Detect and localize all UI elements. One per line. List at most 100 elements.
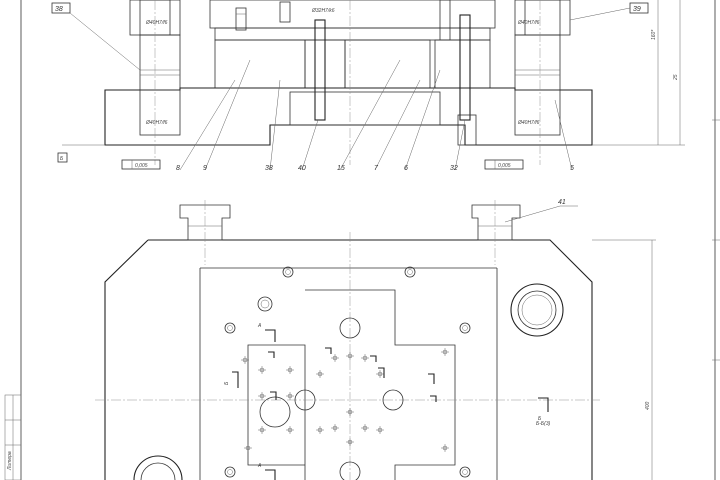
small-hole — [377, 427, 383, 433]
pierce-holes — [257, 296, 404, 480]
callout-9: 9 — [203, 165, 207, 172]
section-note: Б-Б(3) — [536, 421, 551, 427]
crosshair-mark — [346, 352, 354, 360]
inner-plate-outline — [199, 267, 498, 480]
top-tag-left: 38 — [51, 2, 141, 71]
small-hole — [332, 425, 338, 431]
plan-view: 41 — [95, 199, 656, 480]
callout-41-group: 41 — [504, 199, 578, 223]
screw-hole — [459, 466, 471, 478]
plan-dim-text: 400 — [645, 401, 651, 410]
svg-text:38: 38 — [55, 6, 63, 13]
svg-text:А: А — [257, 463, 262, 469]
screw-holes — [224, 266, 471, 478]
section-view: Ø40H7/f6 Ø40H7/f6 Ø32H7/k6 Ø40H7/f6 Ø40H… — [51, 0, 685, 172]
callout-40: 40 — [298, 165, 306, 172]
svg-text:Б: Б — [60, 156, 64, 162]
crosshair-mark — [346, 438, 354, 446]
base-right-pocket — [514, 89, 561, 136]
small-hole — [259, 427, 265, 433]
title-block: Литера — [4, 394, 22, 480]
crosshair-mark — [376, 426, 384, 434]
fit-label-5: Ø40H7/f6 — [517, 120, 540, 126]
screw-hole-inner — [285, 269, 291, 275]
pierce-hole-right — [382, 389, 404, 411]
small-hole — [242, 357, 248, 363]
title-block-text: Литера — [7, 451, 13, 471]
guide-bore-left — [133, 455, 183, 480]
small-hole — [347, 409, 353, 415]
callout-38: 38 — [265, 165, 273, 172]
small-hole — [259, 367, 265, 373]
fit-label-1: Ø40H7/f6 — [145, 20, 168, 26]
crosshair-mark — [316, 370, 324, 378]
die-set-outline — [104, 239, 593, 480]
small-hole — [317, 371, 323, 377]
screw-hole — [459, 322, 471, 334]
fit-label-2: Ø40H7/f6 — [145, 120, 168, 126]
small-hole — [442, 445, 448, 451]
guide-pin-right — [459, 14, 471, 121]
svg-text:Б: Б — [224, 381, 230, 385]
svg-text:А: А — [257, 323, 262, 329]
die-plate — [434, 39, 491, 89]
base-screw-right — [457, 114, 477, 146]
crosshair-mark — [441, 444, 449, 452]
rubber-block — [214, 39, 306, 89]
small-hole — [245, 445, 251, 451]
crosshair-mark — [316, 426, 324, 434]
guide-bore-right — [510, 283, 564, 337]
screw-hole-inner — [227, 469, 233, 475]
screw-hole-inner — [227, 325, 233, 331]
callout-41: 41 — [558, 199, 566, 206]
cavity-step-marks — [268, 347, 437, 402]
guide-bushing-right — [514, 0, 571, 91]
svg-text:0,005: 0,005 — [498, 163, 511, 169]
pin-hole-upper-inner — [260, 299, 270, 309]
callout-7: 7 — [374, 165, 379, 172]
callout-6: 6 — [404, 165, 408, 172]
small-hole — [377, 371, 383, 377]
crosshair-mark — [331, 354, 339, 362]
small-hole — [332, 355, 338, 361]
crosshair-mark — [346, 408, 354, 416]
screw-hole-inner — [407, 269, 413, 275]
screw-mid — [439, 0, 451, 41]
crosshair-mark — [258, 426, 266, 434]
pierce-hole-left — [294, 389, 316, 411]
screw-hole — [224, 466, 236, 478]
callout-15: 15 — [337, 165, 345, 172]
screw-hole-inner — [462, 469, 468, 475]
screw-hole — [282, 266, 294, 278]
pierce-hole-bottom — [339, 461, 361, 480]
crosshair-mark — [331, 424, 339, 432]
pierce-hole-large — [259, 396, 291, 428]
small-hole — [362, 425, 368, 431]
die-insert — [344, 39, 431, 89]
small-hole — [317, 427, 323, 433]
small-hole — [362, 355, 368, 361]
crosshair-mark — [361, 424, 369, 432]
pin-hole-upper — [257, 296, 273, 312]
fit-label-3: Ø32H7/k6 — [311, 8, 335, 14]
stripper-plate — [214, 27, 491, 41]
base-inner-core — [289, 91, 441, 126]
small-hole — [287, 367, 293, 373]
datum-marker: Б — [57, 152, 68, 163]
crosshair-mark — [376, 370, 384, 378]
dim-small-text: 25 — [673, 74, 679, 81]
small-hole — [442, 349, 448, 355]
fit-label-4: Ø40H7/f6 — [517, 20, 540, 26]
small-hole — [287, 427, 293, 433]
die-cavity-outline — [247, 289, 456, 480]
flatness-frame-left: 0,005 — [121, 159, 161, 170]
screw-hole — [404, 266, 416, 278]
dim-height-text: 160* — [651, 29, 657, 40]
guide-pin-left — [314, 19, 326, 121]
crosshair-mark — [286, 392, 294, 400]
callout-32: 32 — [450, 165, 458, 172]
frame-right-ticks — [712, 119, 720, 361]
section-marker-a-top: А — [257, 323, 276, 342]
section-marker-b-right: Б — [538, 397, 549, 422]
crosshair-mark — [241, 356, 249, 364]
